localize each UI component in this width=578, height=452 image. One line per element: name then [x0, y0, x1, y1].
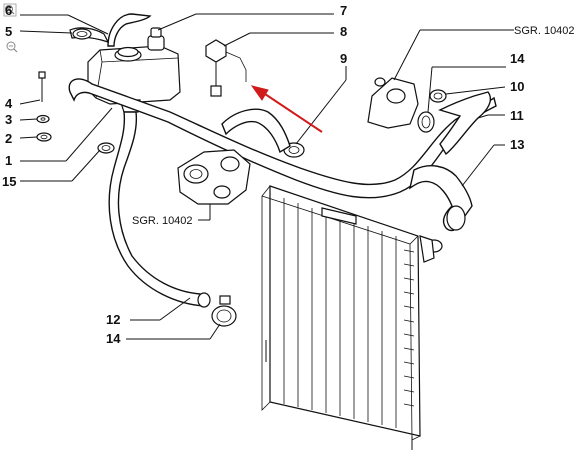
zoom-in-icon[interactable] — [3, 3, 17, 17]
callout-15: 15 — [2, 174, 16, 189]
reference-sgr-top: SGR. 10402 — [514, 25, 575, 37]
zoom-out-icon[interactable] — [6, 41, 18, 53]
callout-11: 11 — [510, 108, 524, 123]
callout-1: 1 — [5, 153, 12, 168]
leader-lines — [19, 13, 514, 340]
temperature-sensor — [205, 39, 247, 97]
hose-clamp-lower — [211, 295, 237, 327]
callout-3: 3 — [5, 112, 12, 127]
callout-10: 10 — [510, 79, 524, 94]
hose-clamp-15 — [97, 142, 115, 154]
engine-bypass-hose — [221, 108, 291, 154]
radiator — [261, 185, 443, 450]
radiator-core-fins — [283, 198, 397, 428]
callout-9: 9 — [340, 51, 347, 66]
callout-14-top: 14 — [510, 51, 525, 66]
callout-6: 6 — [5, 3, 12, 18]
washer-3 — [36, 114, 50, 124]
callout-5: 5 — [5, 24, 12, 39]
callout-2: 2 — [5, 131, 12, 146]
hose-clamp-small — [72, 28, 92, 40]
callout-8: 8 — [340, 24, 347, 39]
callout-labels: 6 5 4 3 2 1 15 7 8 9 14 10 11 13 12 14 S… — [2, 3, 575, 346]
callout-14-bottom: 14 — [106, 331, 121, 346]
radiator-lower-hose — [108, 111, 211, 308]
hose-clamp-10 — [429, 89, 447, 103]
hose-clamp-upper — [417, 111, 435, 133]
radiator-upper-hose — [438, 91, 492, 156]
radiator-connecting-hose — [408, 165, 473, 232]
callout-4: 4 — [5, 96, 13, 111]
water-pump-housing — [177, 149, 251, 205]
callout-12: 12 — [106, 312, 120, 327]
mounting-bolt — [38, 71, 46, 102]
callout-13: 13 — [510, 137, 524, 152]
reference-sgr-mid: SGR. 10402 — [132, 215, 193, 227]
thermostat-housing — [367, 77, 419, 129]
expansion-tank — [87, 27, 181, 113]
callout-7: 7 — [340, 3, 347, 18]
washer-2 — [36, 132, 52, 142]
highlight-arrow — [250, 85, 323, 133]
